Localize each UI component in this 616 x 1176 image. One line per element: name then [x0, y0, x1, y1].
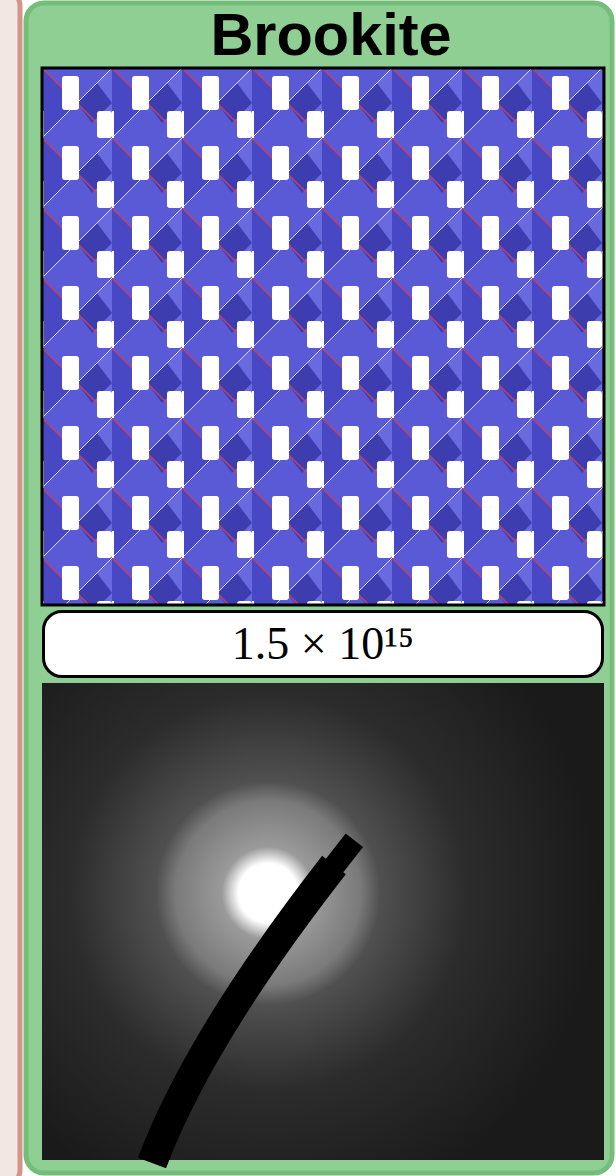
panel-title: Brookite [26, 3, 616, 67]
value-text: 1.5 × 10¹⁵ [232, 621, 414, 667]
value-box: 1.5 × 10¹⁵ [42, 610, 604, 678]
sample-panel: Brookite 1.5 × 10¹⁵ [26, 3, 616, 1173]
